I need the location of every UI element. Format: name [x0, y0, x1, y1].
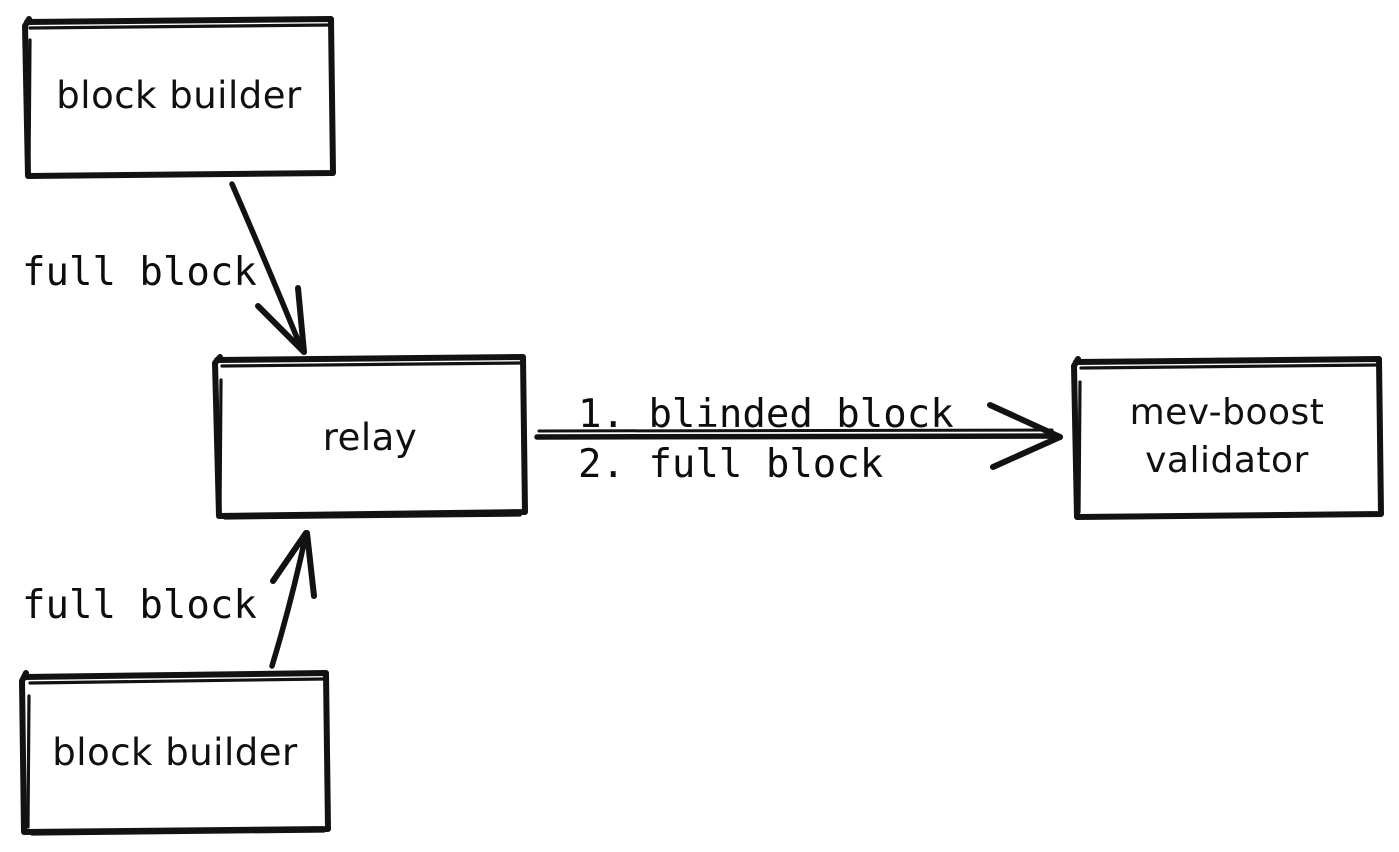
block-builder-bottom-outline-texture: [26, 677, 326, 836]
mev-boost-validator-outline: [1071, 356, 1384, 520]
edge-label-full-block-bottom: full block: [22, 583, 257, 628]
node-mev-boost-validator[interactable]: mev-boost validator: [1071, 356, 1384, 520]
block-builder-top-outline: [22, 16, 336, 179]
edge-relay-to-validator[interactable]: [534, 402, 1063, 470]
edge-builder-bottom-arrowhead-right: [304, 530, 317, 599]
edge-relay-to-validator-arrowhead-lower: [990, 434, 1063, 470]
mev-boost-validator-label-line1: mev-boost: [1130, 392, 1325, 433]
edge-relay-to-validator-line: [534, 433, 1061, 440]
edge-builder-top-to-relay[interactable]: [229, 181, 307, 355]
block-builder-bottom-label: block builder: [52, 731, 298, 774]
edge-builder-top-arrowhead-right: [295, 285, 307, 355]
relay-outline: [212, 354, 528, 519]
node-block-builder-bottom[interactable]: block builder: [19, 670, 331, 836]
mev-boost-validator-label-line2: validator: [1145, 440, 1309, 481]
block-builder-bottom-outline: [19, 670, 331, 835]
mev-boost-validator-outline-texture: [1077, 363, 1378, 514]
block-builder-top-outline-texture: [27, 23, 331, 172]
edge-builder-bottom-to-relay[interactable]: [269, 530, 317, 669]
relay-label: relay: [323, 416, 418, 459]
block-builder-top-label: block builder: [56, 74, 302, 117]
edge-builder-bottom-to-relay-line: [269, 531, 309, 669]
edge-label-full-block-top: full block: [22, 250, 257, 295]
edge-relay-to-validator-line-second: [537, 428, 1054, 433]
node-relay[interactable]: relay: [212, 354, 528, 520]
edge-relay-to-validator-arrowhead-upper: [987, 402, 1063, 440]
edge-label-full-block-step2: 2. full block: [578, 442, 883, 487]
edge-builder-bottom-arrowhead-left: [270, 530, 309, 584]
edge-builder-top-arrowhead-left: [255, 303, 307, 355]
edge-builder-top-to-relay-line: [229, 181, 305, 353]
node-block-builder-top[interactable]: block builder: [22, 16, 336, 179]
relay-outline-texture: [218, 361, 522, 520]
edge-label-blinded-block: 1. blinded block: [578, 392, 954, 437]
